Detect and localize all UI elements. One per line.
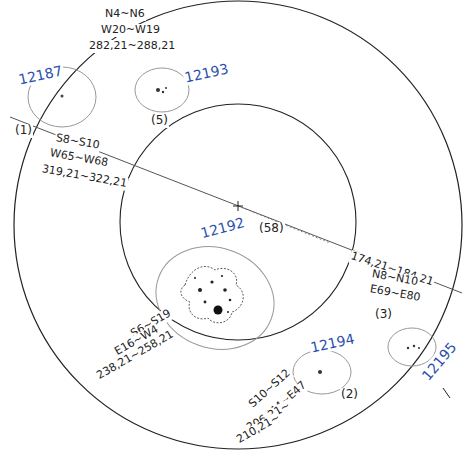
region-number: 12187 xyxy=(16,62,65,87)
coordinate-note: (58) xyxy=(258,222,285,236)
tick-mark xyxy=(443,388,450,398)
spot xyxy=(162,91,164,93)
penumbra xyxy=(181,266,243,322)
region-number: 12192 xyxy=(198,214,247,242)
spot xyxy=(227,311,229,313)
coordinate-note: (5) xyxy=(150,114,169,128)
dotted-line xyxy=(238,206,330,243)
spot xyxy=(229,299,232,302)
spot xyxy=(318,370,322,374)
spot xyxy=(221,275,223,277)
solar-limb xyxy=(14,1,462,449)
spot xyxy=(165,87,167,89)
coordinate-note: 282,21~288,21 xyxy=(88,40,176,53)
region-number: 12195 xyxy=(418,338,460,384)
group-ellipse xyxy=(135,68,189,112)
center-mark xyxy=(233,201,243,211)
spot xyxy=(198,288,202,292)
equator-line xyxy=(10,117,462,293)
region-number: 12193 xyxy=(182,60,231,85)
spot xyxy=(194,277,196,279)
coordinate-note: W20~W19 xyxy=(100,24,161,37)
spot xyxy=(204,301,207,304)
spot xyxy=(210,280,213,283)
spot xyxy=(223,288,227,292)
coordinate-note: (1) xyxy=(14,124,33,138)
spot xyxy=(156,88,160,92)
spot xyxy=(418,347,420,349)
coordinate-note: (2) xyxy=(340,388,359,402)
inner-circle xyxy=(120,104,356,340)
spot xyxy=(61,95,64,98)
region-number: 12194 xyxy=(308,330,357,355)
spot xyxy=(407,347,409,349)
spot xyxy=(413,345,415,347)
coordinate-note: N4~N6 xyxy=(104,8,146,21)
spot xyxy=(214,306,223,315)
coordinate-note: 319,21~322,21 xyxy=(40,163,129,191)
coordinate-note: (3) xyxy=(374,308,393,322)
